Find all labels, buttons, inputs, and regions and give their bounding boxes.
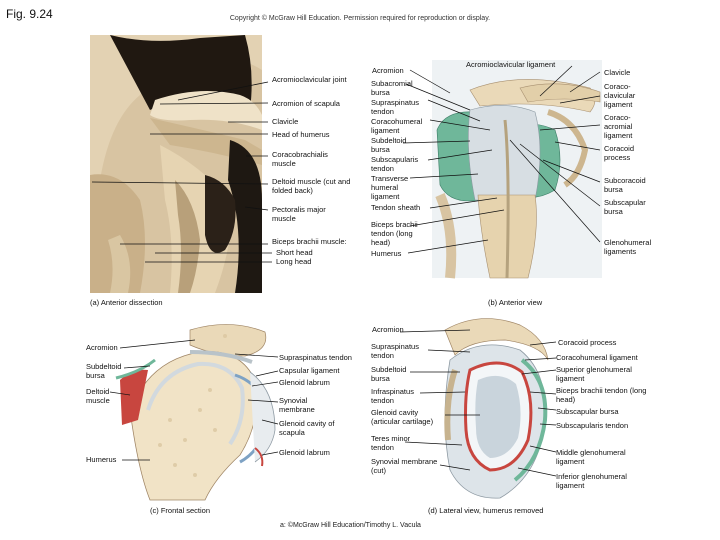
label-synovial-membrane-cut: Synovial membrane (cut) <box>371 457 438 475</box>
label-humerus-c: Humerus <box>86 455 117 464</box>
label-glenohumeral-ligaments: Glenohumeral ligaments <box>604 238 652 256</box>
panel-b-leader-lines <box>402 65 601 254</box>
label-glenoid-cavity-articular-cartilage: Glenoid cavity (articular cartilage) <box>371 408 434 426</box>
label-infraspinatus-tendon: Infraspinatus tendon <box>371 387 414 405</box>
panel-a-caption: (a) Anterior dissection <box>90 298 163 307</box>
label-synovial-membrane-c: Synovial membrane <box>279 396 315 414</box>
label-long-head: Long head <box>276 257 312 266</box>
label-biceps-brachii-tendon-b: Biceps brachii tendon (long head) <box>371 220 418 247</box>
panel-a-dissection-image <box>90 35 262 293</box>
panel-b-caption: (b) Anterior view <box>488 298 543 307</box>
label-subdeltoid-bursa-c: Subdeltoid bursa <box>86 362 122 380</box>
label-pectoralis-major-muscle: Pectoralis major muscle <box>272 205 326 223</box>
copyright-notice: Copyright © McGraw Hill Education. Permi… <box>229 15 491 22</box>
panel-c-leader-lines <box>109 339 279 461</box>
label-acromioclavicular-joint: Acromioclavicular joint <box>272 75 347 84</box>
label-short-head: Short head <box>276 248 313 257</box>
panel-c-frontal-drawing <box>115 324 276 501</box>
label-subscapularis-tendon-b: Subscapularis tendon <box>371 155 419 173</box>
panel-d-caption: (d) Lateral view, humerus removed <box>428 506 544 515</box>
label-subscapularis-tendon-d: Subscapularis tendon <box>556 421 629 430</box>
label-supraspinatus-tendon-d: Supraspinatus tendon <box>371 342 419 360</box>
label-coracobrachialis-muscle: Coracobrachialis muscle <box>272 150 328 168</box>
label-subacromial-bursa: Subacromial bursa <box>371 79 413 97</box>
panel-a-leader-lines <box>91 81 272 263</box>
label-tendon-sheath: Tendon sheath <box>371 203 421 212</box>
label-biceps-brachii-muscle: Biceps brachii muscle: <box>272 237 347 246</box>
label-glenoid-labrum-lower: Glenoid labrum <box>279 448 330 457</box>
label-subcoracoid-bursa: Subcoracoid bursa <box>604 176 646 194</box>
label-acromion-d: Acromion <box>372 325 404 334</box>
label-acromion-b: Acromion <box>372 66 404 75</box>
label-inferior-glenohumeral-ligament: Inferior glenohumeral ligament <box>556 472 627 490</box>
label-coracohumeral-ligament-b: Coracohumeral ligament <box>371 117 423 135</box>
label-subscapular-bursa-d: Subscapular bursa <box>556 407 619 416</box>
label-clavicle-b: Clavicle <box>604 68 631 77</box>
label-glenoid-labrum-upper: Glenoid labrum <box>279 378 330 387</box>
photo-credit: a: ©McGraw Hill Education/Timothy L. Vac… <box>280 522 421 529</box>
label-coracoid-process-d: Coracoid process <box>558 338 617 347</box>
panel-b-anterior-drawing <box>432 60 602 279</box>
label-deltoid-muscle-c: Deltoid muscle <box>86 387 110 405</box>
label-coracoacromial-ligament: Coraco-acromial ligament <box>604 113 633 140</box>
label-subdeltoid-bursa-b: Subdeltoid bursa <box>371 136 407 154</box>
label-middle-glenohumeral-ligament: Middle glenohumeral ligament <box>556 448 626 466</box>
label-subscapular-bursa-b: Subscapular bursa <box>604 198 646 216</box>
label-deltoid-muscle: Deltoid muscle (cut and folded back) <box>272 177 351 195</box>
label-coracoid-process-b: Coracoid process <box>604 144 635 162</box>
label-acromion-c: Acromion <box>86 343 118 352</box>
label-supraspinatus-tendon-c: Supraspinatus tendon <box>279 353 352 362</box>
label-clavicle-a: Clavicle <box>272 117 299 126</box>
label-transverse-humeral-ligament: Transverse humeral ligament <box>371 174 409 201</box>
figure-number: Fig. 9.24 <box>6 7 53 21</box>
label-subdeltoid-bursa-d: Subdeltoid bursa <box>371 365 407 383</box>
label-coracohumeral-ligament-d: Coracohumeral ligament <box>556 353 638 362</box>
label-biceps-brachii-tendon-d: Biceps brachii tendon (long head) <box>556 386 647 404</box>
label-acromioclavicular-ligament: Acromioclavicular ligament <box>466 60 556 69</box>
label-capsular-ligament: Capsular ligament <box>279 366 340 375</box>
label-teres-minor-tendon: Teres minor tendon <box>371 434 411 452</box>
panel-d-lateral-drawing <box>444 318 549 499</box>
label-coracoclavicular-ligament: Coraco-clavicular ligament <box>604 82 636 109</box>
panel-d-leader-lines <box>399 329 557 477</box>
label-glenoid-cavity-of-scapula: Glenoid cavity of scapula <box>279 419 335 437</box>
label-superior-glenohumeral-ligament: Superior glenohumeral ligament <box>556 365 632 383</box>
panel-c-caption: (c) Frontal section <box>150 506 211 515</box>
label-acromion-of-scapula: Acromion of scapula <box>272 99 340 108</box>
label-supraspinatus-tendon-b: Supraspinatus tendon <box>371 98 419 116</box>
label-head-of-humerus: Head of humerus <box>272 130 330 139</box>
label-humerus-b: Humerus <box>371 249 402 258</box>
